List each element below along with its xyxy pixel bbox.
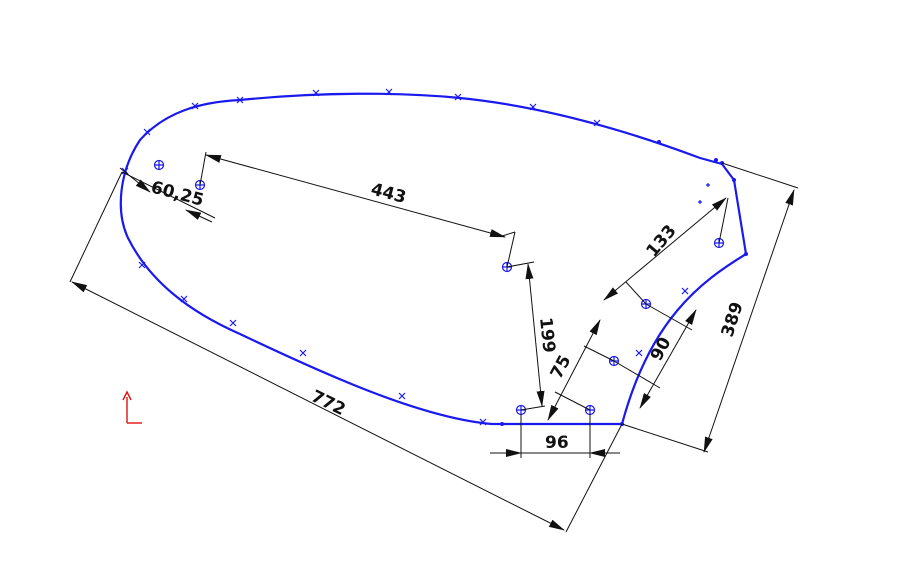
dimension-60-25[interactable]: 60,25: [119, 167, 216, 223]
dimension-75-label: 75: [547, 352, 576, 382]
dimension-443-label: 443: [369, 180, 408, 209]
dimension-389-label: 389: [718, 300, 748, 340]
dimension-90-label: 90: [647, 334, 676, 364]
sketch-profile[interactable]: [119, 92, 748, 426]
dimension-60-25-label: 60,25: [149, 178, 206, 211]
dimension-772-label: 772: [308, 387, 349, 421]
dimension-133[interactable]: 133: [603, 197, 729, 305]
dimension-443[interactable]: 443: [199, 151, 516, 268]
dimension-90[interactable]: 90: [613, 303, 697, 409]
dimension-199[interactable]: 199: [506, 261, 559, 411]
dimension-96[interactable]: 96: [490, 414, 620, 458]
origin-axis-icon: [122, 390, 142, 424]
dimension-199-label: 199: [535, 316, 559, 353]
dimension-96-label: 96: [545, 433, 569, 453]
